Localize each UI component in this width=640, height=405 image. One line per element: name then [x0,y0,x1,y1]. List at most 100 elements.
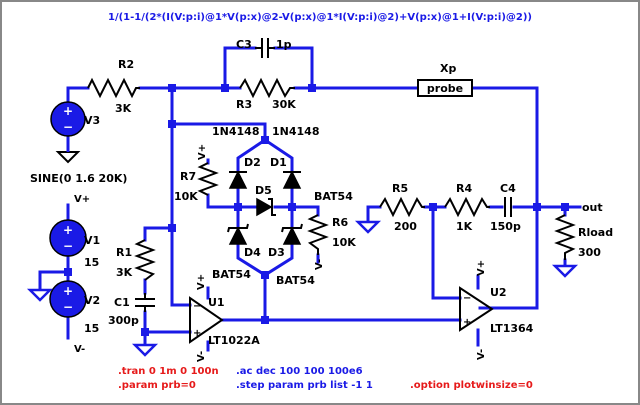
spice-directives: .tran 0 1m 0 100n .param prb=0 .ac dec 1… [118,366,533,391]
ground-rload [551,264,579,278]
c1-name: C1 [114,296,130,309]
d4-name: D4 [244,246,261,259]
v3-value: SINE(0 1.6 20K) [30,172,127,185]
d3-value: BAT54 [276,274,315,287]
opamp-u1[interactable]: − + U1 LT1022A V+ V- [189,274,260,362]
u1-name: U1 [208,296,225,309]
ground-c1 [131,343,159,357]
d2-value: 1N4148 [212,125,259,138]
v2-supply-label: V- [74,344,85,355]
r5-value: 200 [394,220,417,233]
r2-name: R2 [118,58,134,71]
rload-name: Rload [578,226,613,239]
directive-ac[interactable]: .ac dec 100 100 100e6 [236,366,363,377]
directive-param[interactable]: .param prb=0 [118,380,196,391]
d3-name: D3 [268,246,285,259]
diode-d5[interactable]: D5 [255,184,276,217]
xp-name: Xp [440,62,456,75]
v1-name: V1 [84,234,100,247]
c4-value: 150p [490,220,521,233]
diode-d2[interactable]: 1N4148 D2 [212,125,261,189]
rload-value: 300 [578,246,601,259]
c1-value: 300p [108,314,139,327]
resistor-r3[interactable]: R3 30K [236,77,296,111]
d1-name: D1 [270,156,287,169]
v3-name: V3 [84,114,100,127]
capacitor-c3[interactable]: C3 1p [236,38,292,58]
u2-value: LT1364 [490,322,534,335]
r6-name: R6 [332,216,348,229]
directive-option[interactable]: .option plotwinsize=0 [410,380,533,391]
directive-tran[interactable]: .tran 0 1m 0 100n [118,366,219,377]
svg-text:−: − [193,301,201,312]
r6-value: 10K [332,236,356,249]
u1-vplus: V+ [196,274,207,290]
svg-text:+: + [63,284,73,298]
c3-name: C3 [236,38,252,51]
resistor-r5[interactable]: R5 200 [379,182,425,233]
capacitor-c1[interactable]: C1 300p [108,293,155,327]
diode-d1[interactable]: 1N4148 D1 [270,125,319,189]
u2-vminus: V- [476,349,487,360]
svg-text:+: + [463,317,471,328]
ground-v1v2 [26,288,54,302]
svg-text:−: − [463,293,471,304]
resistor-r4[interactable]: R4 1K [444,182,490,233]
resistor-r2[interactable]: R2 3K [87,58,140,115]
svg-text:+: + [63,104,73,118]
u1-value: LT1022A [208,334,260,347]
svg-text:+: + [193,328,201,339]
directive-step[interactable]: .step param prb list -1 1 [236,380,373,391]
capacitor-c4[interactable]: C4 150p [490,182,521,233]
svg-text:−: − [63,239,73,253]
r2-value: 3K [115,102,132,115]
junctions [64,84,569,336]
d1-value: 1N4148 [272,125,319,138]
svg-text:−: − [63,300,73,314]
r7-name: R7 [180,170,196,183]
xp-value: probe [427,82,463,95]
r7-value: 10K [174,190,198,203]
resistor-rload[interactable]: Rload 300 [554,214,613,260]
diode-d4[interactable]: D4 BAT54 [212,223,261,281]
measurement-expression: 1/(1-1/(2*(I(V:p:i)@1*V(p:x)@2-V(p:x)@1*… [108,12,532,23]
voltage-source-v3[interactable]: + − V3 SINE(0 1.6 20K) [30,101,127,185]
u2-vplus: V+ [476,260,487,276]
r5-name: R5 [392,182,408,195]
out-net-label: out [582,201,603,214]
r4-value: 1K [456,220,473,233]
r4-name: R4 [456,182,472,195]
d4-value: BAT54 [212,268,251,281]
u2-name: U2 [490,286,507,299]
ground-v3 [55,148,81,164]
r3-name: R3 [236,98,252,111]
r7-supply-label: V+ [197,144,208,160]
u1-vminus: V- [196,351,207,362]
c4-name: C4 [500,182,516,195]
svg-text:−: − [63,120,73,134]
d2-name: D2 [244,156,261,169]
diode-d3[interactable]: D3 BAT54 [268,223,315,287]
d5-name: D5 [255,184,272,197]
voltage-source-v2[interactable]: + − V2 15 V- [49,280,100,355]
svg-text:+: + [63,223,73,237]
r3-value: 30K [272,98,296,111]
c3-value: 1p [276,38,292,51]
r6-supply-label: V- [314,259,325,270]
bat54-label-top: BAT54 [314,190,353,203]
v1-supply-label: V+ [74,194,90,205]
probe-xp[interactable]: probe Xp [417,62,473,97]
resistor-r6[interactable]: R6 10K V- [307,214,356,270]
v2-name: V2 [84,294,100,307]
ground-r5 [354,220,382,234]
opamp-u2[interactable]: − + U2 LT1364 V+ V- [459,260,534,360]
r1-name: R1 [116,246,132,259]
v2-value: 15 [84,322,99,335]
v1-value: 15 [84,256,99,269]
resistor-r7[interactable]: R7 10K V+ [174,144,219,203]
voltage-source-v1[interactable]: + − V1 15 V+ [49,194,100,269]
resistor-r1[interactable]: R1 3K [116,239,156,281]
